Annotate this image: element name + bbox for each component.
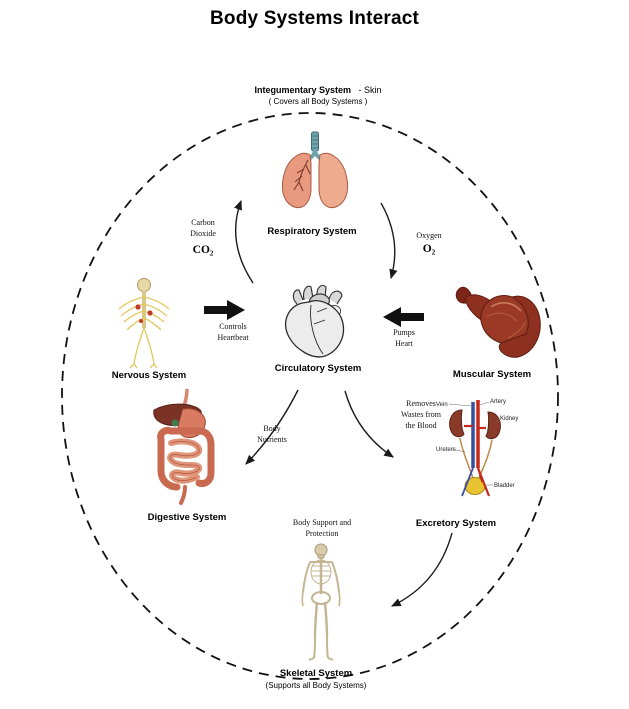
body-support-label: Body Support and Protection — [292, 518, 352, 538]
integumentary-boundary-ellipse — [61, 112, 559, 680]
co2-label: CO₂ — [192, 244, 214, 256]
carbon-dioxide-label: Carbon Dioxide — [190, 218, 216, 238]
renal-arteries — [464, 424, 486, 430]
controls-heartbeat-label: Controls Heartbeat — [217, 322, 249, 342]
heart-body — [285, 300, 345, 358]
excretory-system-label: Excretory System — [415, 518, 497, 529]
removes-wastes-arrow — [344, 390, 394, 458]
ureter-tubes — [459, 437, 493, 479]
muscular-system-illustration — [455, 286, 541, 358]
body-nutrients-arrow — [245, 389, 299, 465]
page-title: Body Systems Interact — [209, 8, 420, 29]
vein-label: Vein — [436, 402, 448, 408]
excretory-to-skeletal-arrow — [390, 532, 453, 607]
skeletal-system-note: (Supports all Body Systems) — [265, 681, 367, 690]
lung-right — [318, 152, 349, 209]
pumps-heart-arrow — [383, 307, 424, 327]
iliac-vessels — [461, 467, 491, 497]
ureters-leader — [451, 448, 466, 453]
skeleton-bones — [314, 543, 328, 559]
rectum — [179, 485, 187, 505]
excretory-system-illustration: Vein Artery Kidney Ureters Bladder — [436, 399, 518, 497]
skeletal-system-label: Skeletal System — [279, 668, 353, 679]
small-intestine — [167, 438, 203, 484]
shoulder-upper-arm — [498, 295, 541, 358]
removes-wastes-label: Removes Wastes from the Blood — [400, 399, 442, 430]
nerve-branches — [118, 296, 170, 369]
integumentary-suffix: - Skin — [358, 85, 382, 95]
artery-label: Artery — [490, 399, 506, 405]
body-nutrients-label: Body Nutrients — [257, 424, 287, 444]
large-intestine — [157, 427, 215, 491]
circulatory-system-label: Circulatory System — [274, 363, 362, 374]
kidney-left — [449, 409, 465, 438]
digestive-system-label: Digestive System — [147, 512, 227, 523]
pumps-heart-label: Pumps Heart — [393, 328, 415, 348]
oxygen-label: Oxygen — [416, 231, 442, 240]
artery-leader — [479, 401, 490, 406]
bronchial-tree — [293, 159, 311, 192]
digestive-system-illustration — [153, 388, 215, 505]
head — [137, 278, 151, 292]
ureters-label: Ureters — [436, 447, 456, 453]
o2-label: O₂ — [422, 243, 436, 255]
muscle-highlights — [486, 302, 527, 339]
heart-detail-lines — [310, 304, 342, 355]
co2-arrow — [234, 199, 254, 284]
skeleton-frame — [301, 558, 341, 661]
skeletal-system-illustration — [301, 543, 341, 661]
bladder-label: Bladder — [494, 483, 515, 489]
kidney-right — [485, 411, 501, 440]
organ-dots — [135, 304, 153, 323]
trachea-rings — [312, 135, 318, 149]
muscular-system-label: Muscular System — [452, 369, 532, 380]
vein-leader — [448, 403, 472, 407]
small-intestine-outline — [169, 441, 200, 482]
nervous-system-illustration — [118, 278, 170, 369]
integumentary-system-label: Integumentary System - Skin — [254, 85, 381, 95]
controls-heartbeat-arrow — [204, 300, 245, 320]
respiratory-system-label: Respiratory System — [267, 226, 357, 237]
kidney-label: Kidney — [500, 416, 518, 422]
nervous-system-label: Nervous System — [111, 370, 187, 381]
integumentary-name: Integumentary System — [254, 85, 351, 95]
gallbladder — [171, 419, 179, 427]
circulatory-heart-illustration — [285, 284, 345, 358]
integumentary-note: ( Covers all Body Systems ) — [268, 97, 368, 106]
kidney-leader — [494, 418, 500, 425]
respiratory-lungs-illustration — [281, 131, 349, 209]
o2-arrow — [380, 202, 398, 280]
